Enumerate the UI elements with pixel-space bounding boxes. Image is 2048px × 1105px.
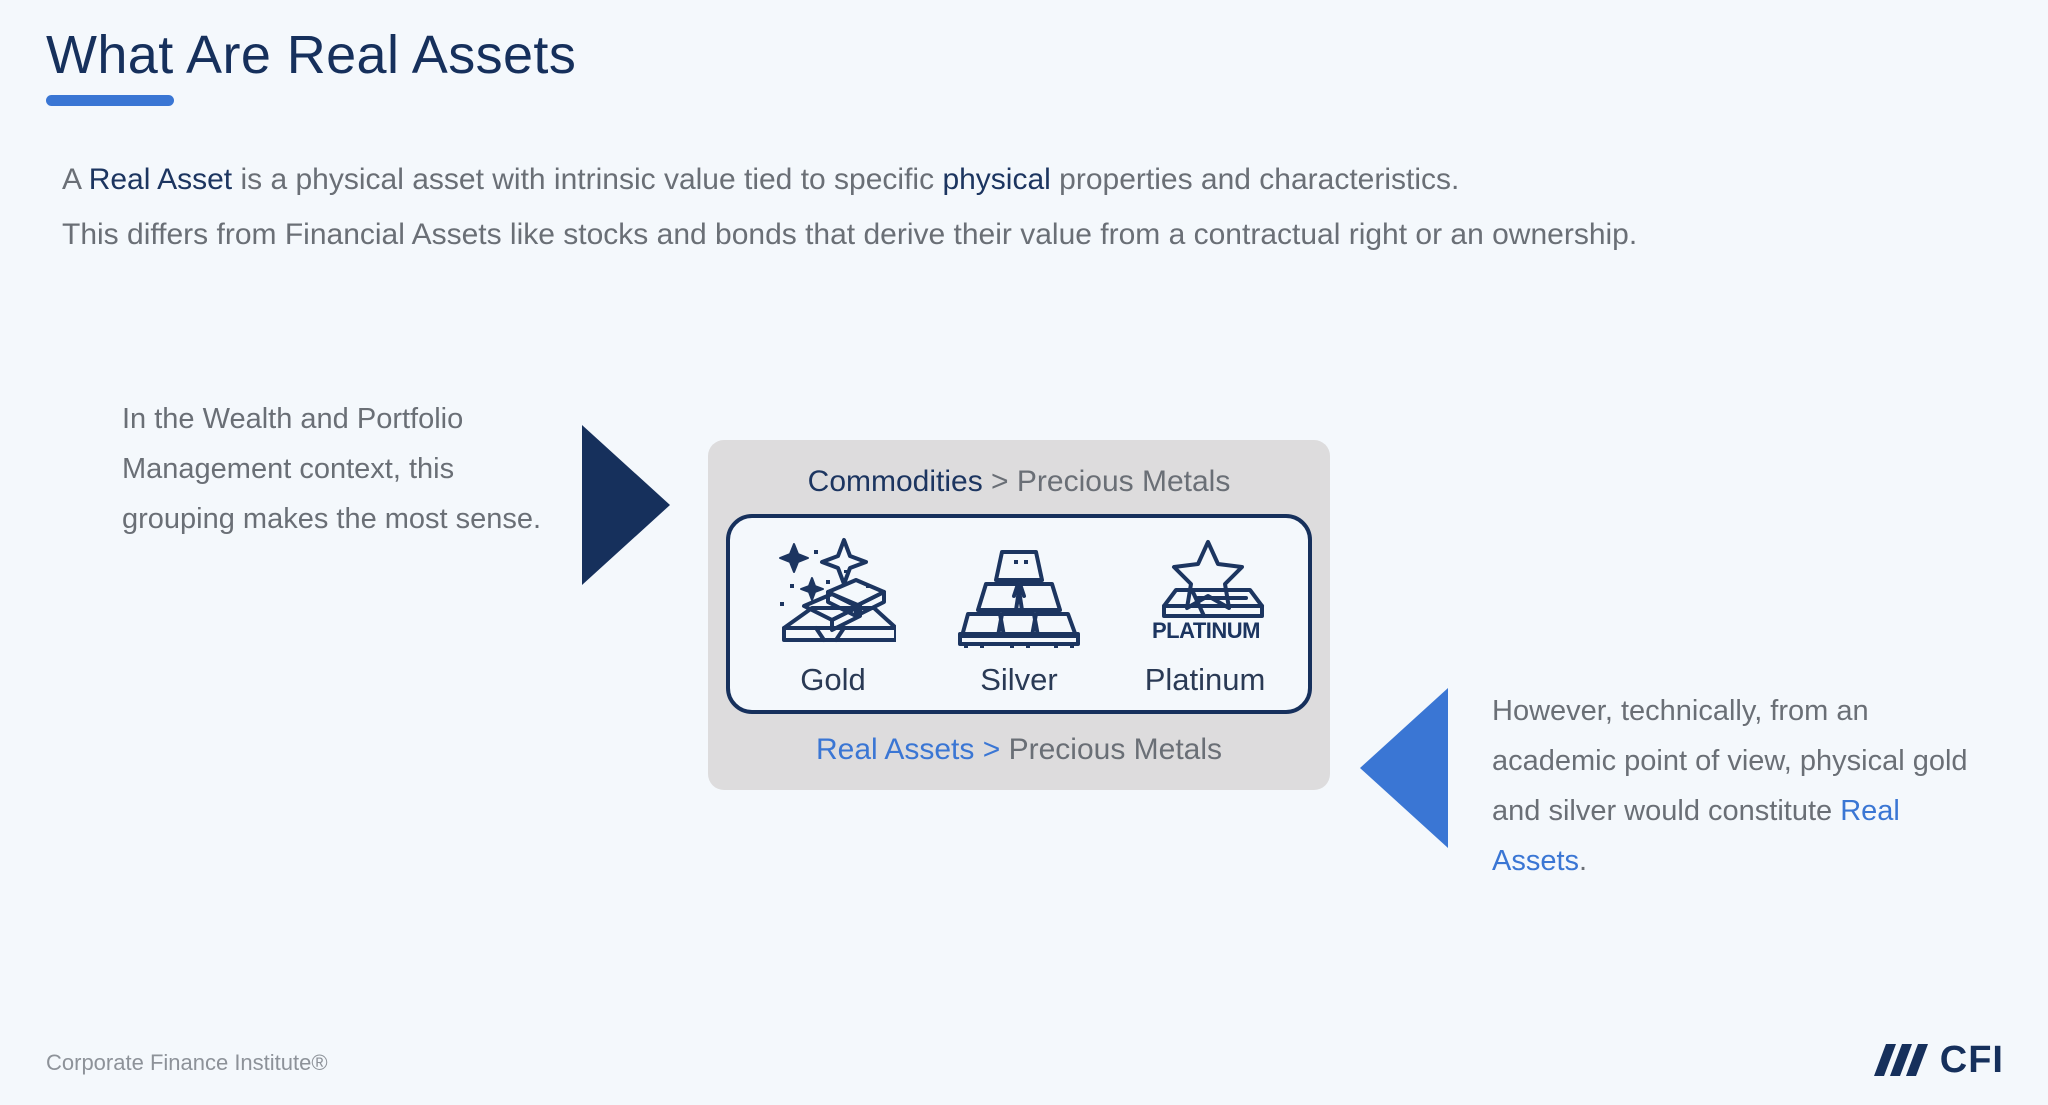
platinum-icon-text: PLATINUM xyxy=(1152,618,1260,643)
precious-metals-card: Commodities > Precious Metals xyxy=(708,440,1330,790)
cfi-bars-icon xyxy=(1873,1044,1928,1076)
platinum-bar-star-icon: PLATINUM xyxy=(1142,536,1268,648)
metal-label-silver: Silver xyxy=(980,662,1058,697)
footer-brand-text: Corporate Finance Institute® xyxy=(46,1050,328,1075)
left-callout-text: In the Wealth and Portfolio Management c… xyxy=(122,403,542,535)
right-callout-text: However, technically, from an academic p… xyxy=(1492,686,1972,886)
breadcrumb-primary-real-assets: Real Assets xyxy=(815,733,975,766)
right-callout: However, technically, from an academic p… xyxy=(1492,686,1972,886)
card-header-breadcrumb: Commodities > Precious Metals xyxy=(726,456,1312,508)
intro-highlight-physical: physical xyxy=(942,163,1051,196)
breadcrumb-separator: > xyxy=(982,465,1017,498)
card-footer-breadcrumb: Real Assets > Precious Metals xyxy=(726,724,1312,776)
intro-line-1-part-3: properties and characteristics. xyxy=(1050,163,1460,196)
left-callout: In the Wealth and Portfolio Management c… xyxy=(122,394,552,544)
intro-line-1-part-2: is a physical asset with intrinsic value… xyxy=(232,163,943,196)
breadcrumb-separator-footer: > xyxy=(974,733,1009,766)
arrow-pointing-left-blue-icon xyxy=(1360,688,1448,848)
cfi-wordmark: CFI xyxy=(1939,1039,2004,1081)
metals-panel: Gold xyxy=(726,514,1312,714)
intro-line-1: A Real Asset is a physical asset with in… xyxy=(62,152,1962,207)
breadcrumb-secondary-precious-metals-footer: Precious Metals xyxy=(1008,733,1223,766)
metal-item-silver: Silver xyxy=(926,536,1112,700)
title-block: What Are Real Assets xyxy=(46,22,576,106)
intro-line-1-part-1: A xyxy=(62,163,89,196)
metal-label-platinum: Platinum xyxy=(1144,662,1266,697)
intro-highlight-real-asset: Real Asset xyxy=(88,163,233,196)
arrow-pointing-right-navy-icon xyxy=(582,425,670,585)
page-title: What Are Real Assets xyxy=(46,25,577,85)
intro-line-2: This differs from Financial Assets like … xyxy=(62,218,1638,251)
silver-bars-pallet-icon xyxy=(958,536,1080,648)
right-callout-part-2: . xyxy=(1579,845,1588,877)
right-callout-highlight-real-assets: Real Assets xyxy=(1492,795,1900,877)
breadcrumb-primary-commodities: Commodities xyxy=(807,465,983,498)
metal-item-platinum: PLATINUM Platinum xyxy=(1112,536,1298,700)
breadcrumb-secondary-precious-metals: Precious Metals xyxy=(1016,465,1231,498)
metal-label-gold: Gold xyxy=(800,662,866,697)
metal-item-gold: Gold xyxy=(740,536,926,700)
title-accent-underline xyxy=(46,95,174,106)
right-callout-part-1: However, technically, from an academic p… xyxy=(1492,695,1968,827)
gold-bars-sparkle-icon xyxy=(770,536,896,648)
cfi-logo: CFI xyxy=(1872,1040,2004,1080)
intro-paragraphs: A Real Asset is a physical asset with in… xyxy=(62,152,1962,262)
